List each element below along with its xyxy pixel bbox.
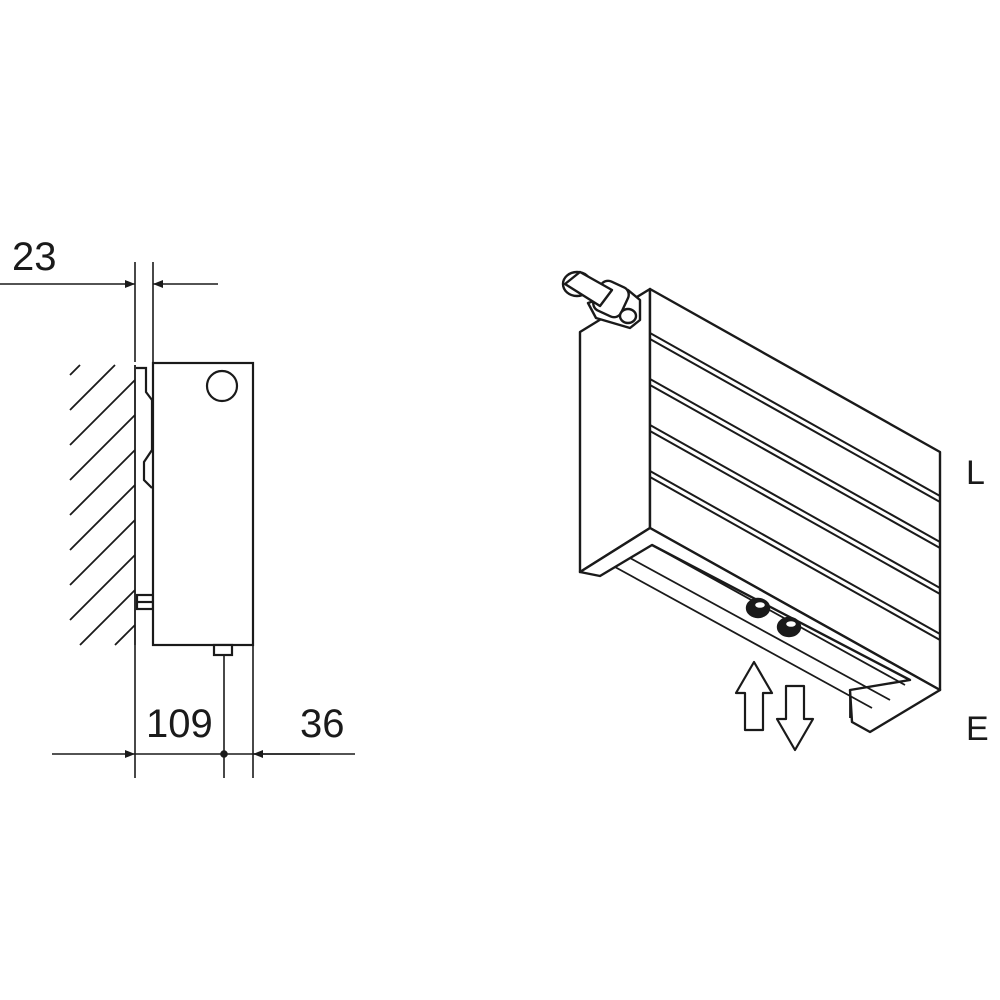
perspective-view [561, 270, 942, 734]
side-view [69, 361, 255, 657]
marker-lower-e: E [966, 710, 989, 748]
valve-circle [205, 369, 239, 403]
dimension-bottom [52, 645, 355, 778]
return-arrow-down-icon [775, 684, 815, 752]
dim-label-wall-gap: 23 [12, 235, 57, 279]
radiator-end-face [578, 287, 652, 574]
dim-label-depth: 109 [146, 702, 213, 746]
flow-arrows [734, 660, 815, 752]
panel-grooves [649, 332, 941, 641]
radiator-body-side [151, 361, 255, 647]
dim-label-connection-offset: 36 [300, 702, 345, 746]
wall-bracket [136, 366, 154, 489]
bottom-fittings [745, 597, 802, 638]
thermostatic-valve [561, 270, 642, 330]
bottom-channel-details [614, 544, 906, 718]
connection-point [220, 750, 228, 758]
supply-arrow-up-icon [734, 660, 774, 732]
bottom-fixing [135, 593, 155, 611]
bottom-connection [212, 643, 234, 657]
bottom-channel [578, 526, 942, 734]
wall-hatching [69, 364, 136, 646]
marker-upper-l: L [966, 454, 985, 492]
dimension-top [0, 262, 218, 362]
